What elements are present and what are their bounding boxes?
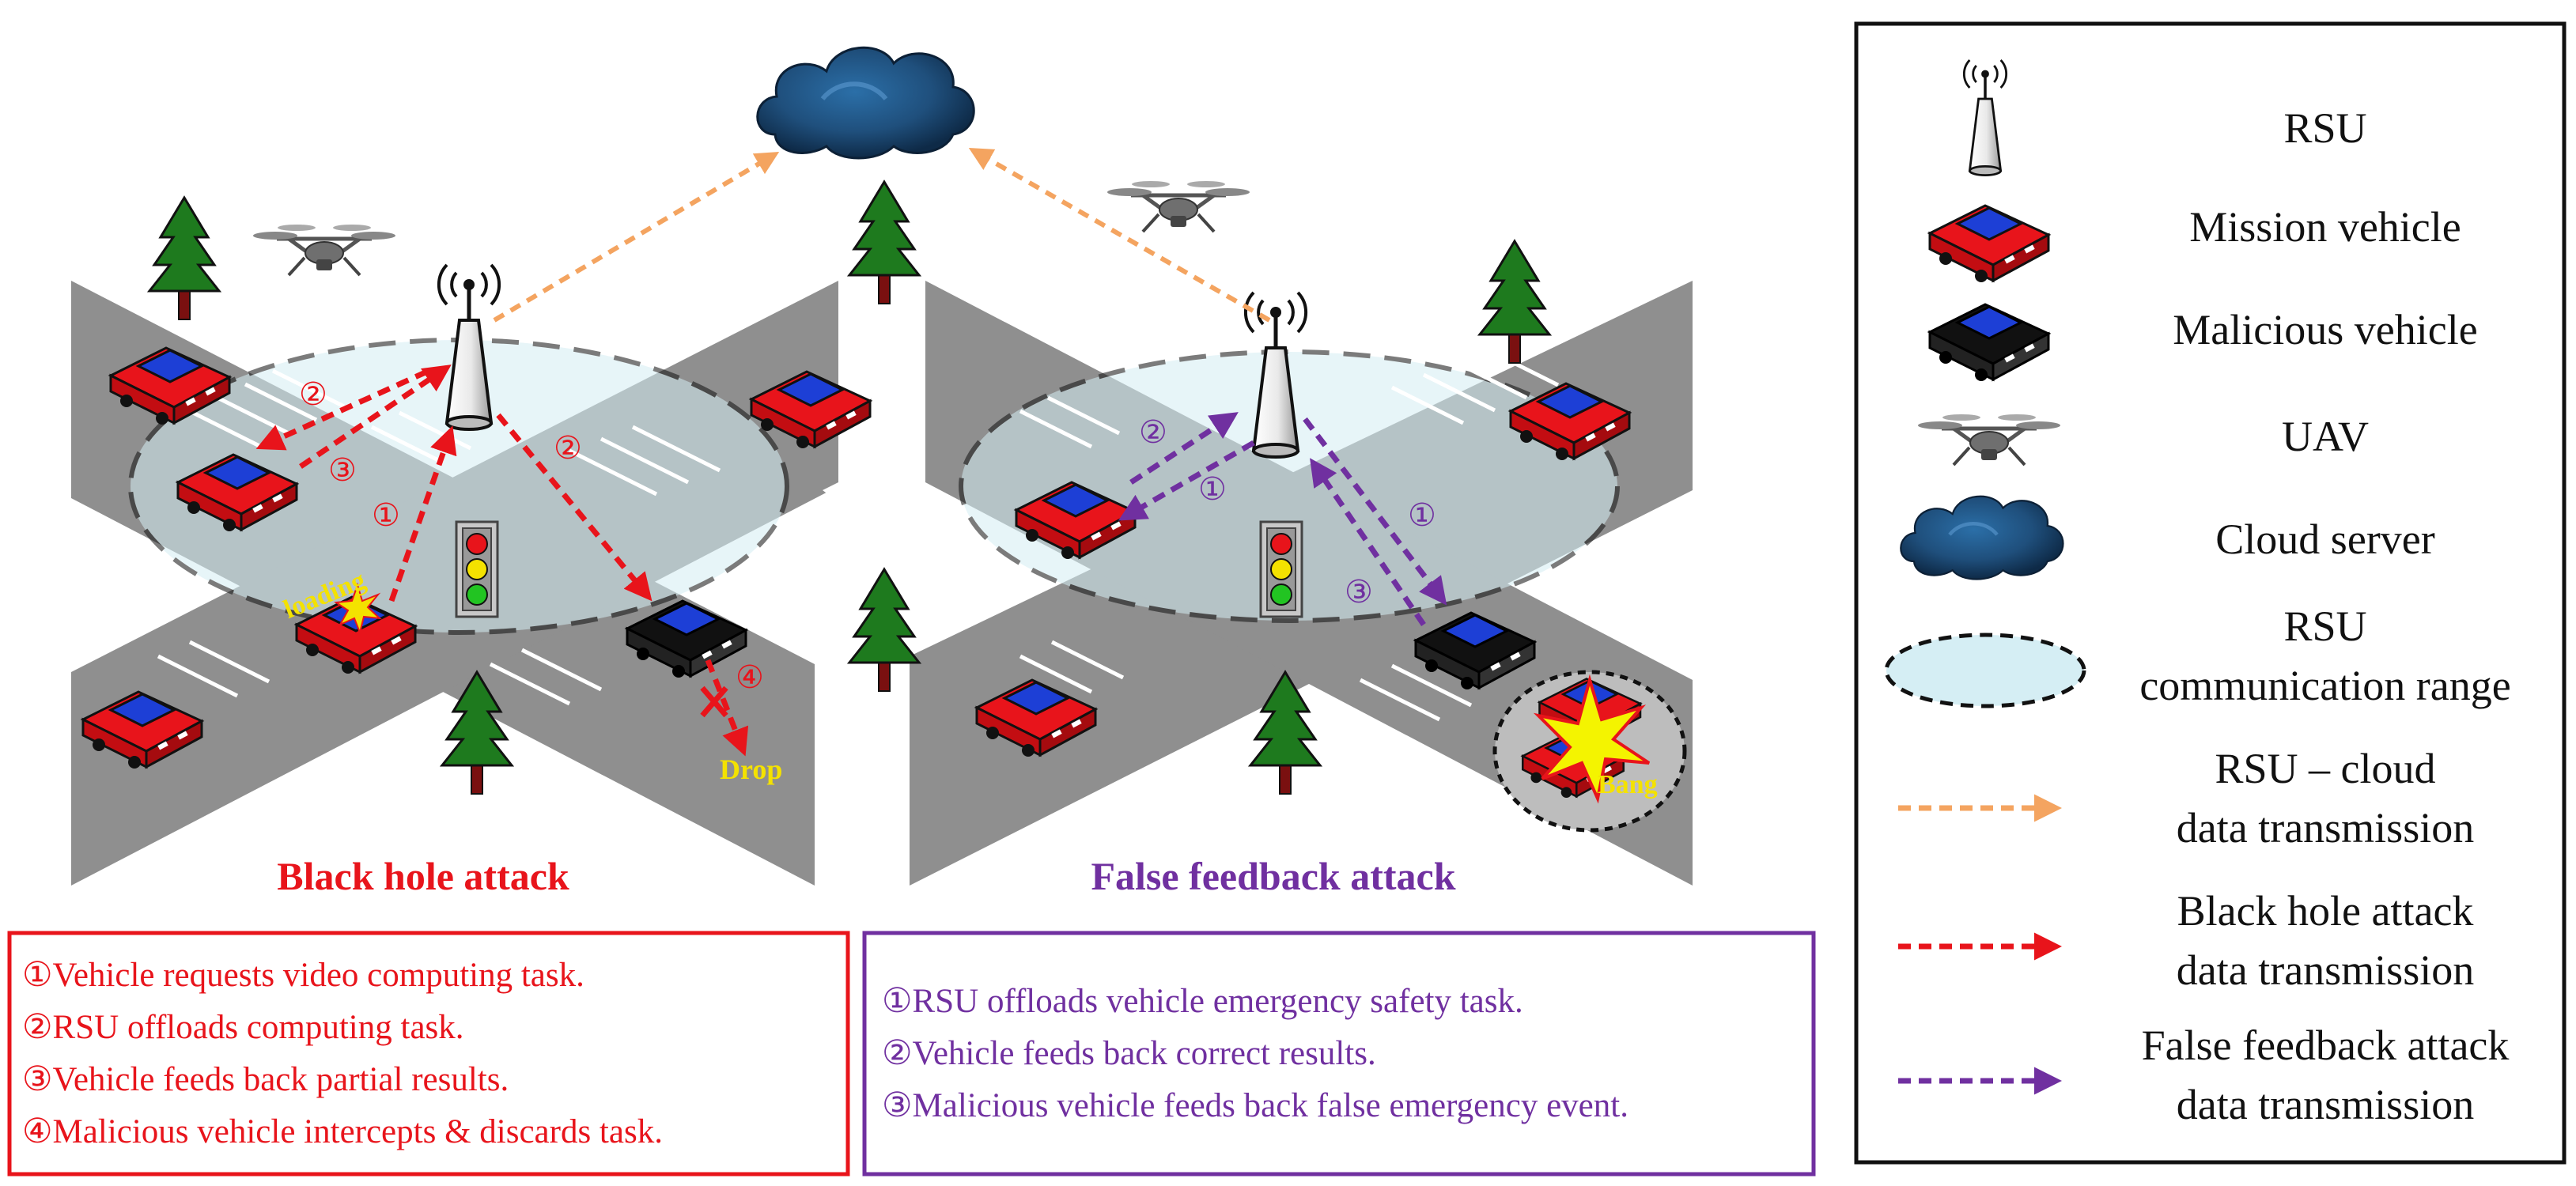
ff-arrow-offload-left [1118, 440, 1255, 521]
marker-right-3: ③ [1345, 574, 1373, 610]
ff-arrow-false-event [1310, 458, 1426, 626]
range-ellipse-icon [1884, 633, 2086, 708]
legend-ff-tx-line1: False feedback attack [2142, 1022, 2510, 1069]
marker-left-2: ② [299, 376, 327, 412]
loading-burst-icon [334, 582, 382, 636]
discard-x-icon [700, 686, 728, 718]
pine-tree-icon [1478, 240, 1551, 364]
rsu-cloud-link-right [968, 148, 1271, 323]
bh-step-4: ④Malicious vehicle intercepts & discards… [22, 1113, 663, 1150]
bh-step-1: ①Vehicle requests video computing task. [22, 957, 584, 994]
legend: RSU Mission vehicle Malicious vehicle UA… [1854, 21, 2567, 1165]
traffic-light-icon [455, 520, 499, 618]
legend-bh-tx-line2: data transmission [2177, 946, 2474, 994]
traffic-light-icon [1259, 520, 1303, 618]
marker-left-1: ① [372, 497, 400, 533]
black-hole-title: Black hole attack [277, 854, 569, 898]
legend-uav: UAV [2282, 413, 2369, 460]
drop-label: Drop [720, 754, 782, 785]
legend-ff-tx-line2: data transmission [2177, 1081, 2474, 1128]
false-feedback-title: False feedback attack [1091, 854, 1455, 898]
parking-stripes [157, 347, 1560, 722]
marker-right-1b: ① [1408, 497, 1436, 533]
false-feedback-steps-box [862, 931, 1816, 1177]
drone-icon [1107, 181, 1250, 232]
legend-cloud-tx-line1: RSU – cloud [2215, 745, 2435, 792]
bh-arrow-offload [496, 413, 653, 602]
black-hole-steps-box [7, 931, 850, 1177]
legend-range-line2: communication range [2139, 662, 2510, 709]
legend-rsu: RSU [2283, 104, 2366, 152]
ff-step-3: ③Malicious vehicle feeds back false emer… [882, 1087, 1628, 1124]
rsu-cloud-link-left [493, 151, 780, 323]
bang-label: Bang [1598, 770, 1658, 799]
pine-tree-icon [148, 196, 221, 321]
legend-cloud-tx-line2: data transmission [2177, 804, 2474, 852]
legend-cloud-server: Cloud server [2215, 516, 2434, 563]
ff-step-1: ①RSU offloads vehicle emergency safety t… [882, 983, 1523, 1020]
bh-step-2: ②RSU offloads computing task. [22, 1009, 464, 1046]
marker-left-2b: ② [554, 430, 582, 466]
legend-mission-vehicle: Mission vehicle [2189, 203, 2461, 251]
bh-arrow-feedback [299, 364, 452, 469]
ff-arrow-offload-right [1303, 417, 1447, 606]
marker-right-1a: ① [1198, 471, 1227, 507]
cloud-icon [758, 47, 974, 158]
legend-malicious-vehicle: Malicious vehicle [2173, 306, 2477, 353]
bh-arrow-offload-back [255, 368, 429, 451]
bh-arrow-drop [705, 659, 749, 757]
bh-arrow-request [388, 425, 457, 602]
pine-tree-icon [848, 568, 921, 693]
legend-bh-tx-line1: Black hole attack [2177, 887, 2474, 935]
marker-left-4: ④ [736, 659, 764, 695]
bh-step-3: ③Vehicle feeds back partial results. [22, 1061, 509, 1098]
marker-left-3: ③ [328, 452, 357, 488]
drone-icon [253, 225, 395, 275]
explosion-icon [1533, 674, 1651, 804]
ff-step-2: ②Vehicle feeds back correct results. [882, 1035, 1376, 1072]
pine-tree-icon [848, 180, 921, 305]
marker-right-2: ② [1139, 414, 1167, 450]
legend-range-line1: RSU [2283, 602, 2366, 650]
